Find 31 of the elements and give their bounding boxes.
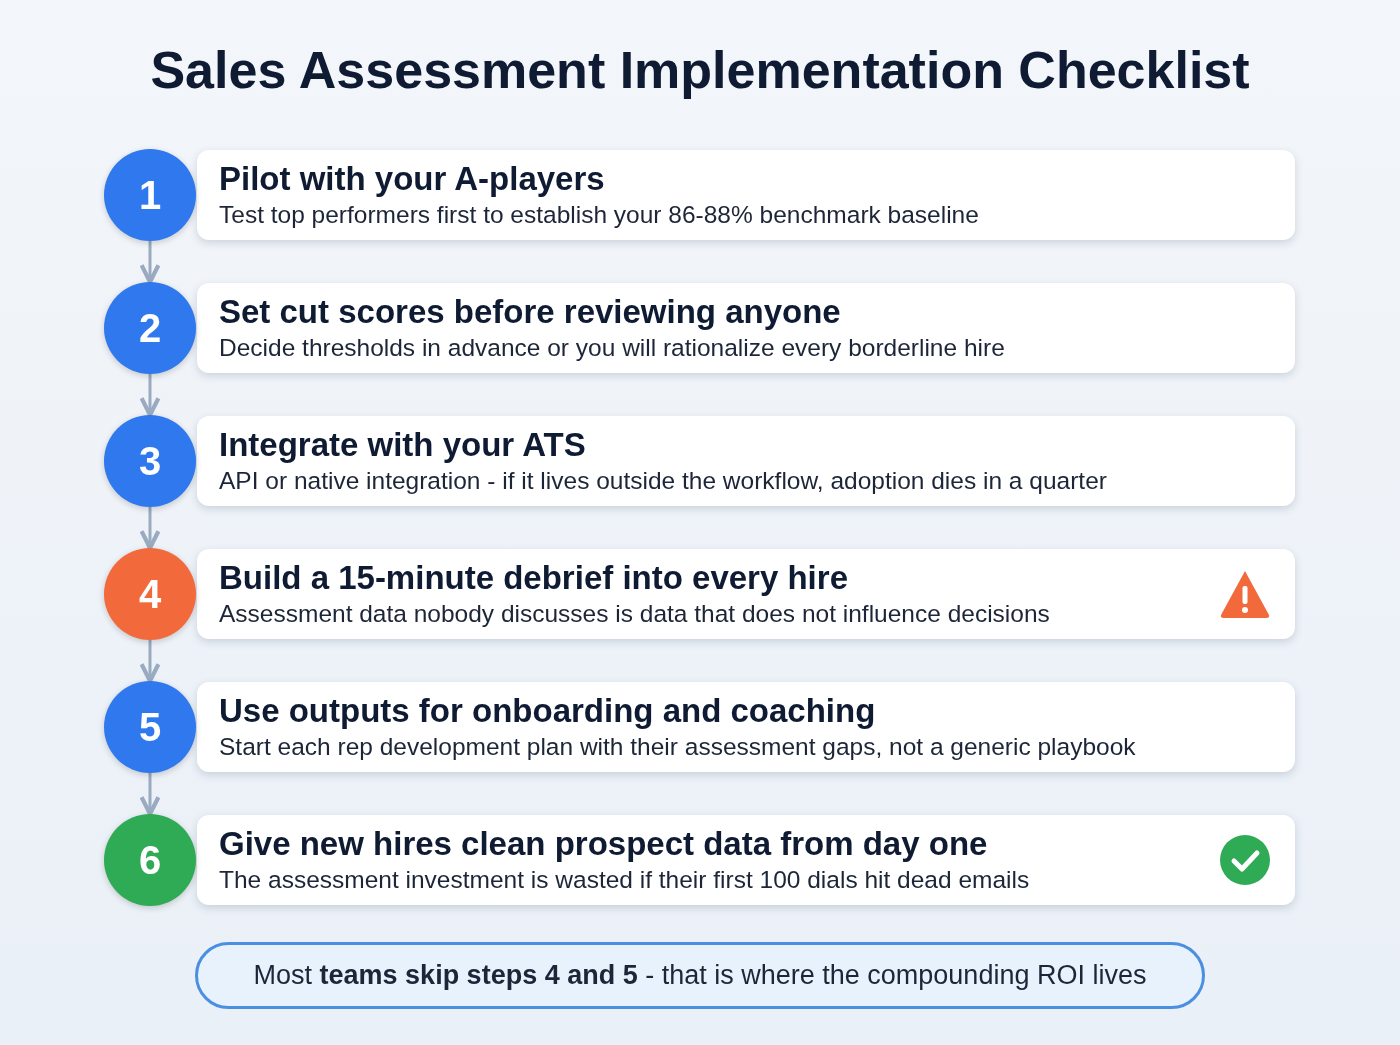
step-description: Test top performers first to establish your 86-88% benchmark baseline [219,201,979,229]
arrow [139,374,161,418]
step-card [197,150,1295,240]
step-title: Pilot with your A-players [219,160,605,198]
step-card [197,283,1295,373]
step-description: Decide thresholds in advance or you will rationalize every borderline hire [219,334,1005,362]
step-number-badge: 6 [104,814,196,906]
step-number-badge: 5 [104,681,196,773]
arrow [139,640,161,684]
step-title: Use outputs for onboarding and coaching [219,692,876,730]
step-title: Give new hires clean prospect data from day one [219,825,988,863]
title: Sales Assessment Implementation Checklist [149,40,1251,100]
step-description: The assessment investment is wasted if their first 100 dials hit dead emails [219,866,1030,894]
step-card [197,815,1295,905]
arrow [139,773,161,817]
step-card [197,682,1295,772]
step-number-badge: 1 [104,149,196,241]
step-number-badge: 4 [104,548,196,640]
step-number-badge: 3 [104,415,196,507]
step-title: Build a 15-minute debrief into every hire [219,559,848,597]
callout-banner: Most teams skip steps 4 and 5 - that is where the compounding ROI lives [195,942,1205,1009]
arrow [139,507,161,551]
step-description: Start each rep development plan with their assessment gaps, not a generic playbook [219,733,1136,761]
step-card [197,416,1295,506]
step-description: API or native integration - if it lives outside the workflow, adoption dies in a quarter [219,467,1107,495]
step-number-badge: 2 [104,282,196,374]
arrow [139,241,161,285]
step-title: Set cut scores before reviewing anyone [219,293,841,331]
step-description: Assessment data nobody discusses is data that does not influence decisions [219,600,1050,628]
step-card [197,549,1295,639]
step-title: Integrate with your ATS [219,426,586,464]
